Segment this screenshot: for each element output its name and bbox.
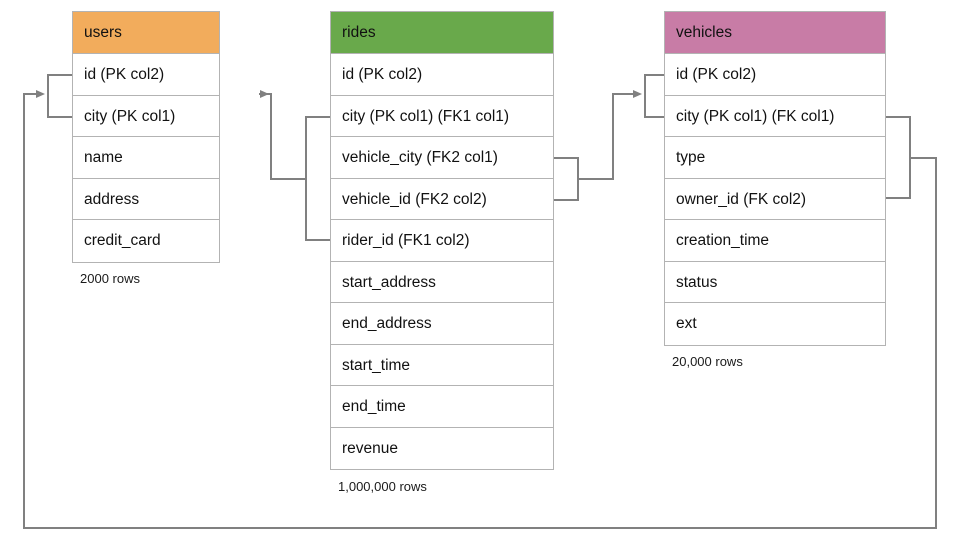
entity-rides-field-id[interactable]: id (PK col2) — [331, 54, 553, 96]
connector-users-left-bracket — [47, 74, 73, 118]
entity-users-field-credit-card[interactable]: credit_card — [73, 220, 219, 262]
entity-rides-field-start-time[interactable]: start_time — [331, 344, 553, 386]
entity-rides-field-vehicle-city[interactable]: vehicle_city (FK2 col1) — [331, 137, 553, 179]
entity-rides-title: rides — [331, 12, 553, 54]
entity-vehicles-field-city[interactable]: city (PK col1) (FK col1) — [665, 95, 885, 137]
entity-vehicles-field-type[interactable]: type — [665, 137, 885, 179]
entity-vehicles-field-status[interactable]: status — [665, 261, 885, 303]
entity-users-title: users — [73, 12, 219, 54]
connector-rides-fk2-to-vehicles — [577, 90, 642, 180]
entity-vehicles-row-count: 20,000 rows — [672, 354, 743, 369]
connector-vehicles-left-bracket — [644, 74, 665, 118]
entity-rides-field-revenue[interactable]: revenue — [331, 427, 553, 469]
entity-vehicles-field-id[interactable]: id (PK col2) — [665, 54, 885, 96]
entity-vehicles-field-owner-id[interactable]: owner_id (FK col2) — [665, 178, 885, 220]
entity-vehicles-title: vehicles — [665, 12, 885, 54]
connector-rides-fk1-to-users — [259, 90, 307, 180]
entity-rides[interactable]: rides id (PK col2) city (PK col1) (FK1 c… — [330, 11, 554, 470]
connector-rides-fk1-bracket — [305, 116, 331, 241]
connector-vehicles-fk-bracket — [885, 116, 911, 199]
entity-vehicles-field-ext[interactable]: ext — [665, 303, 885, 345]
entity-users[interactable]: users id (PK col2) city (PK col1) name a… — [72, 11, 220, 263]
entity-rides-field-city[interactable]: city (PK col1) (FK1 col1) — [331, 95, 553, 137]
entity-users-row-count: 2000 rows — [80, 271, 140, 286]
entity-users-field-name[interactable]: name — [73, 137, 219, 179]
entity-users-field-city[interactable]: city (PK col1) — [73, 95, 219, 137]
entity-users-field-address[interactable]: address — [73, 178, 219, 220]
entity-rides-field-rider-id[interactable]: rider_id (FK1 col2) — [331, 220, 553, 262]
entity-vehicles-field-creation-time[interactable]: creation_time — [665, 220, 885, 262]
entity-vehicles[interactable]: vehicles id (PK col2) city (PK col1) (FK… — [664, 11, 886, 346]
entity-users-field-id[interactable]: id (PK col2) — [73, 54, 219, 96]
connector-rides-fk2-bracket — [553, 157, 579, 201]
entity-rides-field-end-address[interactable]: end_address — [331, 303, 553, 345]
entity-rides-row-count: 1,000,000 rows — [338, 479, 427, 494]
entity-rides-field-vehicle-id[interactable]: vehicle_id (FK2 col2) — [331, 178, 553, 220]
entity-rides-field-end-time[interactable]: end_time — [331, 386, 553, 428]
entity-rides-field-start-address[interactable]: start_address — [331, 261, 553, 303]
